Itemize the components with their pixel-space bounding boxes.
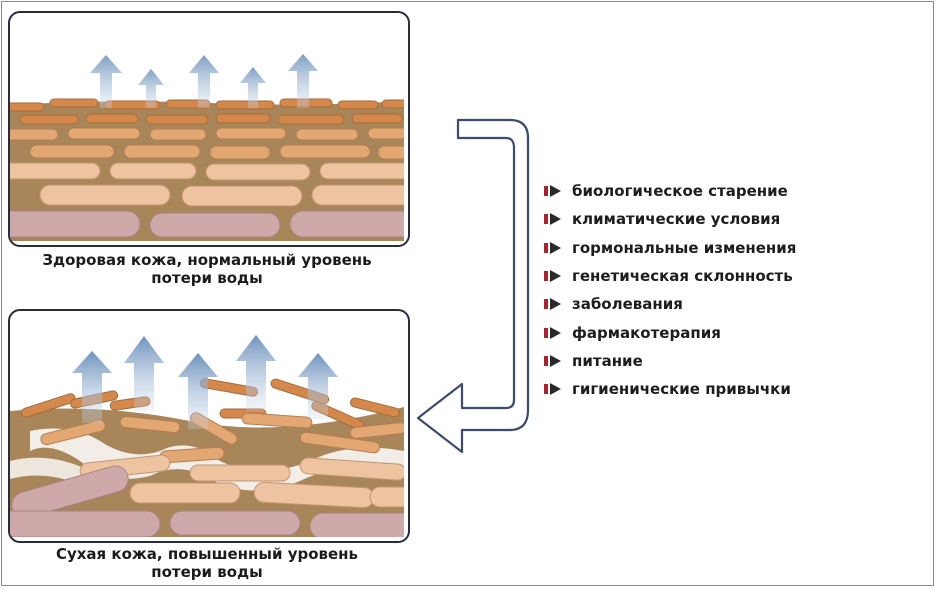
red-bar-triangle-icon — [544, 213, 566, 226]
up-arrow-icon — [178, 353, 218, 429]
healthy-skin-caption: Здоровая кожа, нормальный уровень потери… — [8, 251, 406, 287]
red-bar-triangle-icon — [544, 298, 566, 311]
caption-line: потери воды — [151, 269, 263, 287]
factor-label: гигиенические привычки — [572, 380, 791, 399]
red-bar-triangle-icon — [544, 326, 566, 339]
list-item: фармакотерапия — [544, 318, 796, 346]
dryness-factors-list: биологическое старение климатические усл… — [544, 177, 796, 403]
up-arrow-icon — [240, 67, 266, 108]
list-item: гигиенические привычки — [544, 375, 796, 403]
up-arrow-icon — [124, 336, 164, 411]
list-item: климатические условия — [544, 205, 796, 233]
dry-skin-illustration — [10, 335, 404, 537]
up-arrow-icon — [138, 69, 164, 108]
list-item: генетическая склонность — [544, 262, 796, 290]
water-loss-arrows — [72, 335, 338, 429]
up-arrow-icon — [90, 55, 122, 108]
up-arrow-icon — [236, 335, 276, 411]
healthy-skin-panel — [8, 11, 410, 247]
water-loss-arrows — [90, 54, 318, 108]
factor-label: питание — [572, 351, 643, 370]
dry-skin-caption: Сухая кожа, повышенный уровень потери во… — [8, 545, 406, 581]
list-item: гормональные изменения — [544, 234, 796, 262]
factor-label: заболевания — [572, 295, 683, 314]
list-item: биологическое старение — [544, 177, 796, 205]
caption-line: Сухая кожа, повышенный уровень — [55, 545, 359, 563]
list-item: заболевания — [544, 290, 796, 318]
caption-line: потери воды — [151, 563, 263, 581]
red-bar-triangle-icon — [544, 270, 566, 283]
factor-label: гормональные изменения — [572, 238, 797, 257]
red-bar-triangle-icon — [544, 383, 566, 396]
caption-line: Здоровая кожа, нормальный уровень — [42, 251, 372, 269]
factor-label: фармакотерапия — [572, 323, 721, 342]
up-arrow-icon — [288, 54, 318, 108]
factor-label: климатические условия — [572, 210, 781, 229]
red-bar-triangle-icon — [544, 241, 566, 254]
factor-label: генетическая склонность — [572, 267, 793, 286]
list-item: питание — [544, 347, 796, 375]
red-bar-triangle-icon — [544, 354, 566, 367]
return-arrow-icon — [416, 118, 530, 454]
up-arrow-icon — [298, 353, 338, 419]
up-arrow-icon — [189, 55, 219, 108]
healthy-skin-illustration — [10, 54, 404, 241]
factor-label: биологическое старение — [572, 182, 788, 201]
red-bar-triangle-icon — [544, 185, 566, 198]
up-arrow-icon — [72, 351, 112, 423]
dry-skin-panel — [8, 309, 410, 543]
